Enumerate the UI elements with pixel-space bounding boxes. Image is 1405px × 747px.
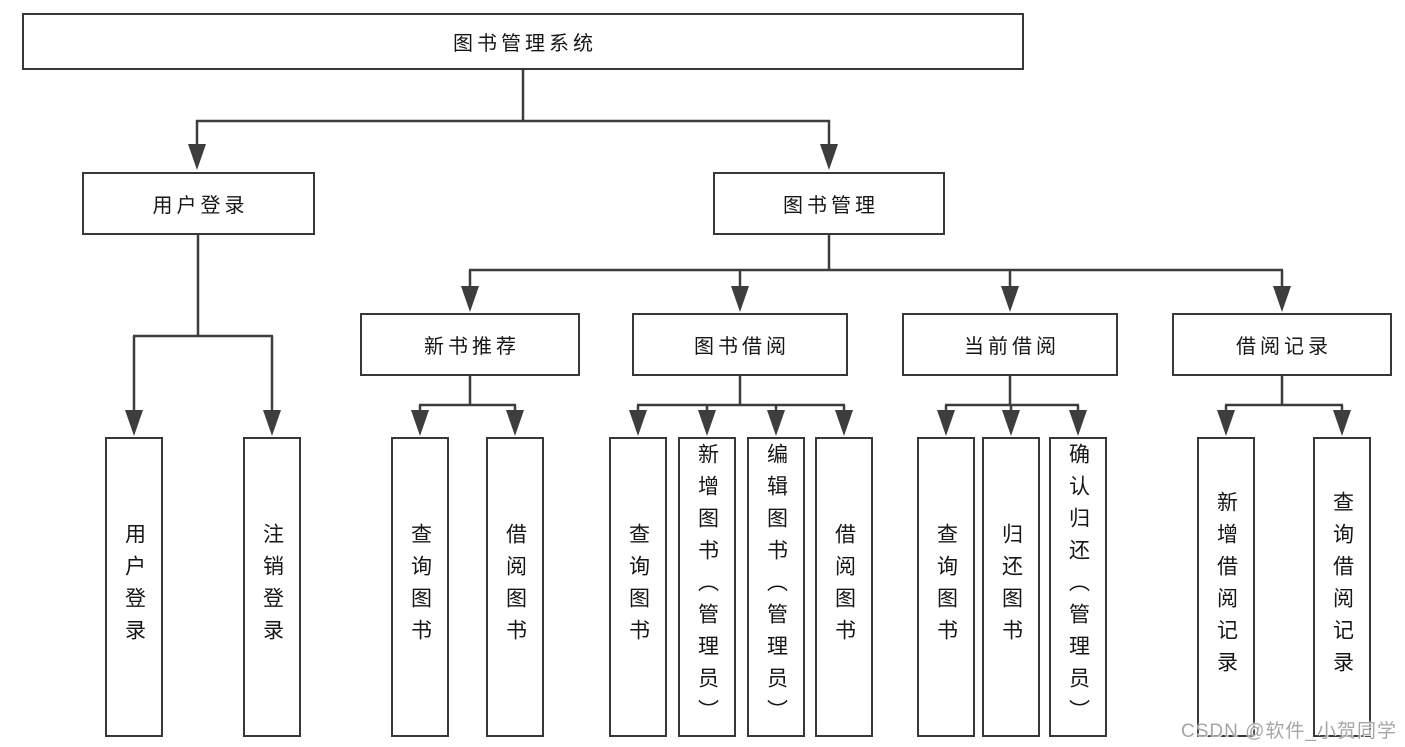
node-new-book-recommendation: 新书推荐 — [360, 313, 580, 376]
leaf-edit-books-admin: 编辑图书（管理员） — [747, 437, 805, 737]
leaf-add-books-admin: 新增图书（管理员） — [678, 437, 736, 737]
leaf-label: 查询图书 — [408, 523, 432, 651]
node-label: 图书借阅 — [694, 336, 790, 358]
leaf-query-books-recommendation: 查询图书 — [391, 437, 449, 737]
node-current-borrowing: 当前借阅 — [902, 313, 1118, 376]
node-book-management: 图书管理 — [713, 172, 945, 235]
leaf-user-login: 用户登录 — [105, 437, 163, 737]
leaf-label: 新增借阅记录 — [1214, 491, 1238, 683]
leaf-label: 归还图书 — [999, 523, 1023, 651]
leaf-label: 注销登录 — [260, 523, 284, 651]
leaf-label: 借阅图书 — [832, 523, 856, 651]
node-label: 用户登录 — [152, 195, 249, 217]
leaf-label: 新增图书（管理员） — [695, 443, 719, 731]
leaf-borrow-books: 借阅图书 — [815, 437, 873, 737]
node-label: 图书管理系统 — [453, 33, 597, 55]
leaf-borrow-books-recommendation: 借阅图书 — [486, 437, 544, 737]
leaf-return-books: 归还图书 — [982, 437, 1040, 737]
leaf-label: 查询借阅记录 — [1330, 491, 1354, 683]
csdn-watermark: CSDN @软件_小贺同学 — [1181, 721, 1397, 742]
node-label: 图书管理 — [783, 195, 879, 217]
leaf-confirm-return-admin: 确认归还（管理员） — [1049, 437, 1107, 737]
leaf-label: 查询图书 — [934, 523, 958, 651]
leaf-label: 用户登录 — [122, 523, 146, 651]
leaf-label: 编辑图书（管理员） — [764, 443, 788, 731]
node-label: 当前借阅 — [964, 336, 1060, 358]
leaf-logout: 注销登录 — [243, 437, 301, 737]
node-label: 新书推荐 — [424, 336, 520, 358]
leaf-query-books-borrowing: 查询图书 — [609, 437, 667, 737]
node-book-borrowing: 图书借阅 — [632, 313, 848, 376]
node-borrowing-records: 借阅记录 — [1172, 313, 1392, 376]
leaf-query-borrow-record: 查询借阅记录 — [1313, 437, 1371, 737]
leaf-label: 确认归还（管理员） — [1066, 443, 1090, 731]
leaf-query-books-current: 查询图书 — [917, 437, 975, 737]
node-label: 借阅记录 — [1236, 336, 1332, 358]
node-user-login: 用户登录 — [82, 172, 315, 235]
leaf-add-borrow-record: 新增借阅记录 — [1197, 437, 1255, 737]
leaf-label: 借阅图书 — [503, 523, 527, 651]
leaf-label: 查询图书 — [626, 523, 650, 651]
node-library-management-system: 图书管理系统 — [22, 13, 1024, 70]
